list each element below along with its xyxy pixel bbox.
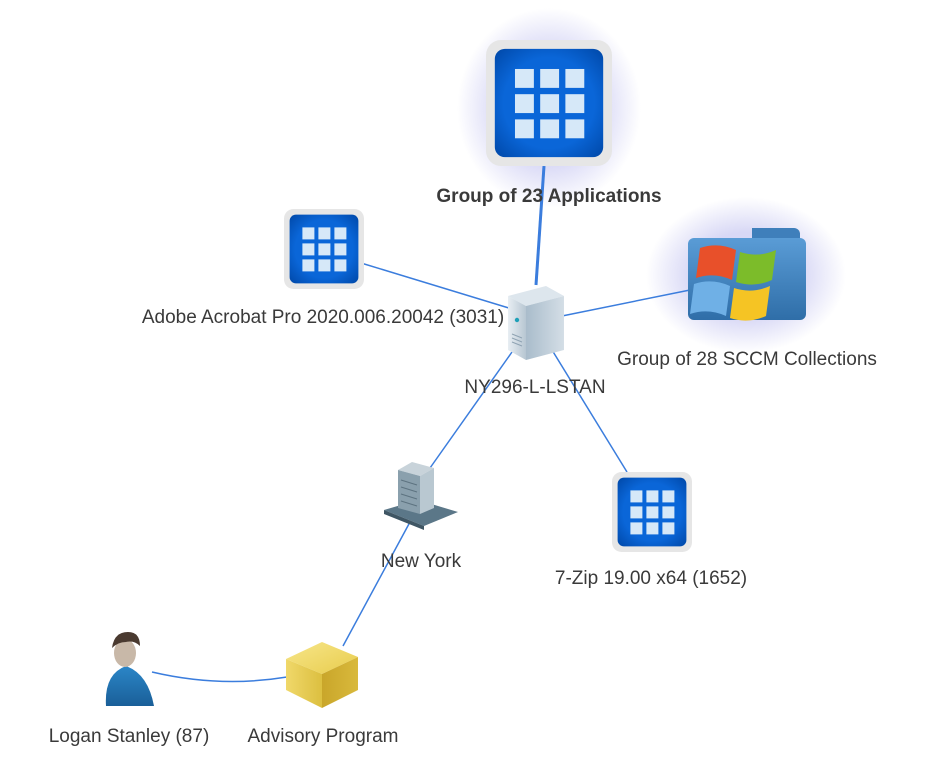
yellow-cube-icon [286, 642, 358, 708]
node-acrobat[interactable] [284, 209, 364, 289]
app-grid-icon [612, 472, 692, 552]
node-label-logan[interactable]: Logan Stanley (87) [48, 726, 210, 747]
edge-computer-apps-group [534, 165, 546, 286]
node-label-advisory[interactable]: Advisory Program [247, 726, 399, 747]
node-label-acrobat[interactable]: Adobe Acrobat Pro 2020.006.20042 (3031) [141, 307, 505, 328]
node-label-7zip[interactable]: 7-Zip 19.00 x64 (1652) [554, 568, 748, 589]
edge-computer-new-york [429, 351, 513, 469]
edge-advisory-logan [151, 671, 288, 683]
node-label-apps-group[interactable]: Group of 23 Applications [436, 186, 662, 207]
node-7zip[interactable] [612, 472, 692, 552]
windows-folder-icon [688, 228, 806, 321]
node-advisory[interactable] [286, 642, 358, 708]
edge-computer-7zip [551, 349, 628, 473]
edge-computer-sccm-group [561, 289, 691, 317]
user-person-icon [105, 632, 154, 706]
node-label-computer[interactable]: NY296-L-LSTAN [464, 377, 606, 398]
app-grid-icon [284, 209, 364, 289]
node-sccm-group[interactable] [688, 228, 806, 321]
node-computer[interactable] [508, 286, 564, 360]
app-grid-icon [486, 40, 612, 166]
node-label-new-york[interactable]: New York [380, 551, 462, 572]
node-new-york[interactable] [384, 462, 458, 530]
node-logan[interactable] [105, 632, 154, 706]
office-building-icon [384, 462, 458, 530]
edge-computer-acrobat [360, 262, 523, 313]
edge-new-york-advisory [342, 521, 411, 647]
node-label-sccm-group[interactable]: Group of 28 SCCM Collections [617, 349, 877, 370]
node-apps-group[interactable] [486, 40, 612, 166]
server-tower-icon [508, 286, 564, 360]
